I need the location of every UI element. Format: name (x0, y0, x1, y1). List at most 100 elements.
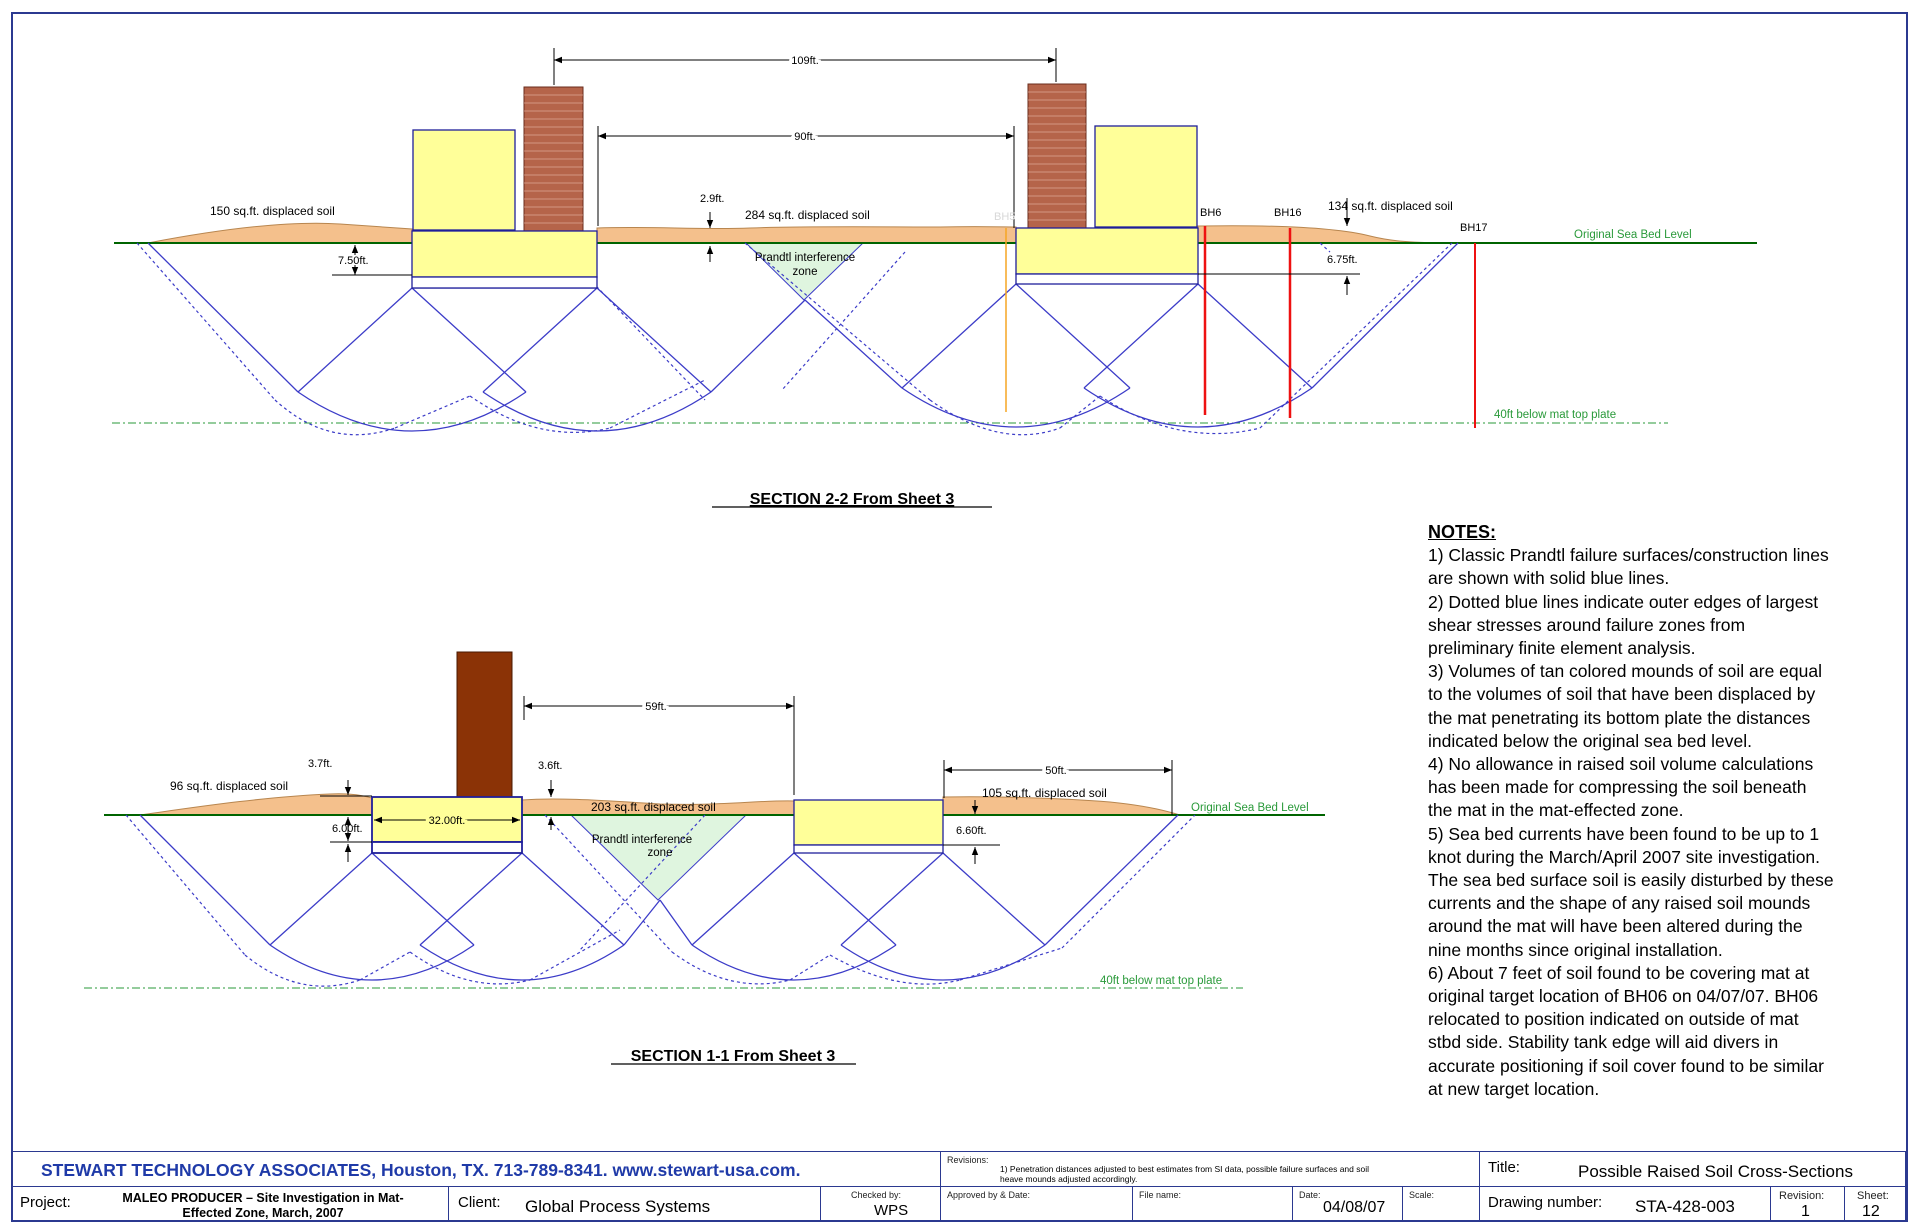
checked-cell: Checked by: WPS (821, 1187, 941, 1222)
date-value: 04/08/07 (1323, 1199, 1386, 1216)
note-line: accurate positioning if soil cover found… (1428, 1055, 1824, 1076)
dim-6-75-label: 6.75ft. (1327, 254, 1358, 266)
note-line: preliminary finite element analysis. (1428, 638, 1696, 659)
label-203-displaced: 203 sq.ft. displaced soil (591, 800, 716, 814)
dim-90-label: 90ft. (794, 131, 815, 143)
prandtl-label-2-2-b: zone (793, 266, 818, 278)
note-line: 3) Volumes of tan colored mounds of soil… (1428, 661, 1822, 682)
section-1-1: 59ft. 50ft. 3.7ft. 96 sq.ft. displaced s… (84, 651, 1325, 1065)
note-line: 2) Dotted blue lines indicate outer edge… (1428, 591, 1819, 612)
note-line: The sea bed surface soil is easily distu… (1428, 870, 1834, 891)
mat-2-2-right-column (1094, 125, 1198, 228)
notes-title: NOTES: (1428, 522, 1497, 542)
soil-mound-1-1-left (139, 793, 373, 816)
dim-109-label: 109ft. (791, 55, 819, 67)
note-line: at new target location. (1428, 1078, 1600, 1099)
note-line: 4) No allowance in raised soil volume ca… (1428, 754, 1814, 775)
depth-label-2-2: 40ft below mat top plate (1494, 409, 1616, 421)
dim-59-label: 59ft. (645, 701, 666, 713)
note-line: has been made for compressing the soil b… (1428, 777, 1807, 798)
sheet-value: 12 (1862, 1203, 1880, 1220)
dim-50-label: 50ft. (1045, 765, 1066, 777)
dim-3-6-label: 3.6ft. (538, 760, 562, 772)
construction-lines-1-1 (139, 814, 1179, 981)
sheet-cell: Sheet: 12 (1845, 1187, 1906, 1222)
drawing-label: Drawing number: (1488, 1194, 1603, 1211)
client-cell: Client: Global Process Systems (449, 1187, 821, 1222)
note-line: 6) About 7 feet of soil found to be cove… (1428, 962, 1810, 983)
note-line: relocated to position indicated on outsi… (1428, 1009, 1799, 1030)
dim-6-00-label: 6.00ft. (332, 823, 363, 835)
bh5-label: BH5 (994, 211, 1015, 223)
notes-block: NOTES: 1) Classic Prandtl failure surfac… (1428, 521, 1888, 1101)
note-line: 5) Sea bed currents have been found to b… (1428, 823, 1820, 844)
client-label: Client: (458, 1194, 501, 1211)
section-1-1-title: SECTION 1-1 From Sheet 3 (631, 1048, 836, 1065)
note-line: the mat in the mat-effected zone. (1428, 800, 1684, 821)
mat-2-2-right-plate (1015, 273, 1199, 285)
dim-32-label: 32.00ft. (429, 815, 466, 827)
soil-mound-2-2-center (596, 226, 1017, 244)
dotted-lines-2-2 (136, 242, 1453, 436)
mat-2-2-left-body (411, 230, 598, 278)
mat-1-1-left-plate (371, 841, 523, 854)
soil-mound-1-1-right (942, 796, 1181, 816)
note-line: indicated below the original sea bed lev… (1428, 730, 1752, 751)
note-line: currents and the shape of any raised soi… (1428, 893, 1811, 914)
bh17-label: BH17 (1460, 222, 1488, 234)
title-value: Possible Raised Soil Cross-Sections (1578, 1162, 1853, 1181)
soil-mound-1-1-center (521, 798, 795, 816)
note-line: stbd side. Stability tank edge will aid … (1428, 1032, 1779, 1053)
dim-6-60-label: 6.60ft. (956, 825, 987, 837)
dim-7-50-label: 7.50ft. (338, 255, 369, 267)
label-150-displaced: 150 sq.ft. displaced soil (210, 204, 335, 218)
title-cell: Title: Possible Raised Soil Cross-Sectio… (1480, 1152, 1906, 1187)
note-line: knot during the March/April 2007 site in… (1428, 846, 1821, 867)
revisions-label: Revisions: (947, 1155, 989, 1165)
drawing-value: STA-428-003 (1635, 1197, 1735, 1216)
client-value: Global Process Systems (525, 1197, 711, 1216)
file-cell: File name: (1133, 1187, 1293, 1222)
scale-cell: Scale: (1403, 1187, 1480, 1222)
mat-1-1-right-body (793, 799, 944, 846)
label-284-displaced: 284 sq.ft. displaced soil (745, 208, 870, 222)
dotted-lines-1-1 (125, 814, 1196, 987)
revision-label: Revision: (1779, 1190, 1825, 1202)
scale-label: Scale: (1409, 1190, 1435, 1200)
note-line: around the mat will have been altered du… (1428, 916, 1803, 937)
approved-label: Approved by & Date: (947, 1190, 1031, 1200)
sea-bed-label-2-2: Original Sea Bed Level (1574, 229, 1692, 241)
mat-1-1-right-plate (793, 844, 944, 854)
label-96-displaced: 96 sq.ft. displaced soil (170, 779, 288, 793)
prandtl-label-1-1-b: zone (648, 847, 673, 859)
note-line: original target location of BH06 on 04/0… (1428, 986, 1819, 1007)
approved-cell: Approved by & Date: (941, 1187, 1133, 1222)
note-line: to the volumes of soil that have been di… (1428, 684, 1816, 705)
project-value: Effected Zone, March, 2007 (182, 1206, 344, 1220)
file-label: File name: (1139, 1190, 1182, 1200)
bh6-label: BH6 (1200, 207, 1221, 219)
brick-pattern (524, 91, 1086, 224)
mat-2-2-left-column (412, 129, 516, 231)
sea-bed-label-1-1: Original Sea Bed Level (1191, 802, 1309, 814)
revision-note: heave mounds adjusted accordingly. (1000, 1174, 1138, 1184)
soil-mound-2-2-right (1197, 225, 1461, 244)
mat-2-2-right-body (1015, 227, 1199, 275)
title-block: STEWART TECHNOLOGY ASSOCIATES, Houston, … (13, 1151, 1906, 1222)
project-cell: Project: MALEO PRODUCER – Site Investiga… (13, 1187, 449, 1222)
label-105-displaced: 105 sq.ft. displaced soil (982, 786, 1107, 800)
section-2-2: 109ft. 90ft. 150 sq.ft. displaced soil 2… (112, 48, 1757, 508)
note-line: the mat penetrating its bottom plate the… (1428, 707, 1811, 728)
note-line: shear stresses around failure zones from (1428, 614, 1746, 635)
label-134-displaced: 134 sq.ft. displaced soil (1328, 199, 1453, 213)
note-line: are shown with solid blue lines. (1428, 568, 1670, 589)
drawing-number-cell: Drawing number: STA-428-003 (1480, 1187, 1771, 1222)
prandtl-label-2-2-a: Prandtl interference (755, 252, 855, 264)
note-line: 1) Classic Prandtl failure surfaces/cons… (1428, 545, 1829, 566)
dim-2-9-label: 2.9ft. (700, 193, 724, 205)
dim-3-7-label: 3.7ft. (308, 758, 332, 770)
project-value: MALEO PRODUCER – Site Investigation in M… (122, 1191, 404, 1205)
depth-label-1-1: 40ft below mat top plate (1100, 975, 1222, 987)
soil-mound-2-2-left (147, 222, 413, 244)
